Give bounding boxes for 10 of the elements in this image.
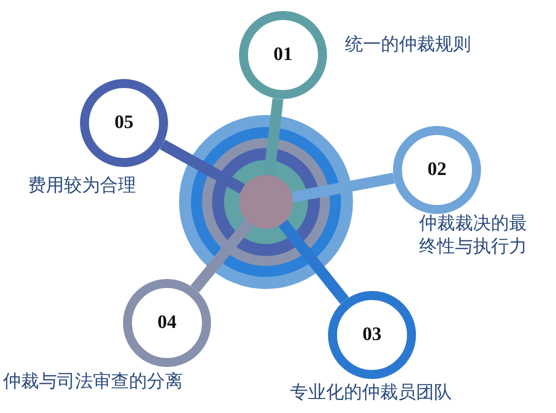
item-text: 统一的仲裁规则 (345, 33, 472, 56)
step-number: 03 (362, 324, 382, 346)
item-text: 专业化的仲裁员团队 (290, 381, 453, 404)
step-number: 02 (428, 159, 446, 181)
step-number: 05 (114, 112, 134, 134)
item-text: 仲裁裁决的最终性与执行力 (418, 212, 528, 258)
item-text: 仲裁与司法审查的分离 (3, 370, 184, 393)
step-number: 04 (158, 312, 176, 334)
step-number: 01 (274, 44, 292, 66)
item-text: 费用较为合理 (28, 174, 137, 197)
